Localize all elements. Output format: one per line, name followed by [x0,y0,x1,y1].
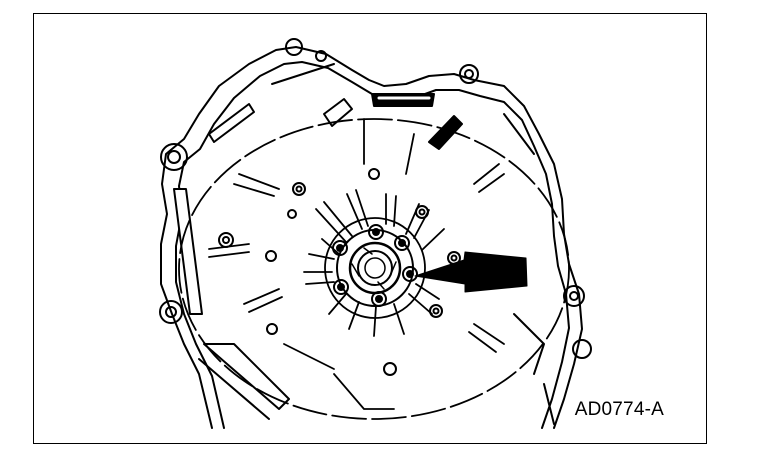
figure-caption: AD0774-A [574,399,664,420]
figure-frame: AD0774-A [33,13,707,444]
bellhousing-bolt-holes [218,168,461,376]
mounting-bosses [159,38,592,359]
interior-fins [208,118,505,410]
pointer-arrow [414,251,528,293]
hub-bolts [332,224,418,307]
bellhousing-illustration [159,38,592,429]
clutch-bore-outline [178,118,570,420]
housing-ribs [173,63,555,425]
